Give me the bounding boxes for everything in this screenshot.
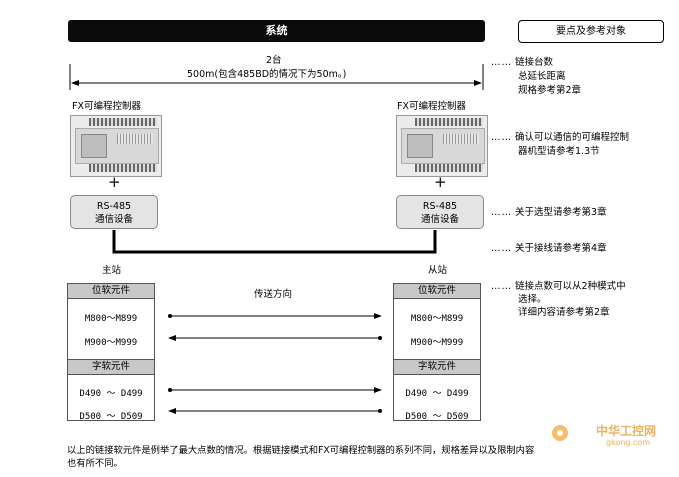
comm-right-line1: RS-485 xyxy=(422,201,458,212)
plc-right-label: FX可编程控制器 xyxy=(397,101,466,112)
master-bit-row2: M900～M999 xyxy=(84,338,138,348)
slave-station-label: 从站 xyxy=(428,265,448,276)
slave-bit-row1: M800～M899 xyxy=(410,314,464,324)
master-word-row1: D490 ～ D499 xyxy=(79,389,143,399)
slave-device-table: 位软元件 M800～M899 M900～M999 字软元件 D490 ～ D49… xyxy=(393,283,481,422)
slave-word-header: 字软元件 xyxy=(394,359,480,375)
slave-word-row2: D500 ～ D509 xyxy=(405,412,469,422)
master-bit-header: 位软元件 xyxy=(68,284,154,299)
note-selection: …… 关于选型请参考第3章 xyxy=(491,207,607,218)
arrow-bit-left xyxy=(168,335,382,341)
arrow-bit-right xyxy=(168,313,382,319)
master-word-header: 字软元件 xyxy=(68,359,154,375)
note-spec-ref: 规格参考第2章 xyxy=(518,85,582,96)
footer-note-line1: 以上的链接软元件是例举了最大点数的情况。根据链接模式和FX可编程控制器的系列不同… xyxy=(67,445,535,456)
note-link-points-2: 选择。 xyxy=(518,294,547,305)
link-count-label: 2台 xyxy=(266,55,282,66)
note-link-points-3: 详细内容请参考第2章 xyxy=(518,307,610,318)
note-selection-text: 关于选型请参考第3章 xyxy=(515,207,607,218)
watermark-subtext: gkong.com xyxy=(606,438,651,447)
plus-right: + xyxy=(434,173,447,191)
note-link-count-text: 链接台数 xyxy=(515,57,554,68)
comm-device-right: RS-485 通信设备 xyxy=(396,195,484,229)
comm-left-line1: RS-485 xyxy=(96,201,132,212)
comm-left-line2: 通信设备 xyxy=(94,214,133,225)
note-wiring: …… 关于接线请参考第4章 xyxy=(491,243,607,254)
plus-left: + xyxy=(108,173,121,191)
note-wiring-text: 关于接线请参考第4章 xyxy=(515,243,607,254)
transfer-direction-label: 传送方向 xyxy=(254,289,293,300)
note-distance: 总延长距离 xyxy=(518,71,566,82)
note-dots: …… xyxy=(491,57,512,68)
note-plc-model: …… 确认可以通信的可编程控制 xyxy=(491,132,630,143)
note-plc-model-2: 器机型请参考1.3节 xyxy=(518,146,600,157)
watermark-text: 中华工控网 xyxy=(596,424,657,438)
plc-right-image xyxy=(396,115,488,177)
watermark-gear-icon xyxy=(552,425,568,441)
footer-note-line2: 也有所不同。 xyxy=(67,458,123,469)
master-bit-row1: M800～M899 xyxy=(84,314,138,324)
note-plc-model-text: 确认可以通信的可编程控制 xyxy=(515,132,630,143)
slave-bit-row2: M900～M999 xyxy=(410,338,464,348)
slave-word-row1: D490 ～ D499 xyxy=(405,389,469,399)
note-link-count: …… 链接台数 xyxy=(491,57,553,69)
system-header: 系统 xyxy=(68,20,485,42)
plc-left-image xyxy=(70,115,162,177)
slave-bit-header: 位软元件 xyxy=(394,284,480,299)
distance-label: 500m(包含485BD的情况下为50m。) xyxy=(187,69,347,80)
master-station-label: 主站 xyxy=(102,265,122,276)
comm-right-line2: 通信设备 xyxy=(420,214,459,225)
note-link-points-text: 链接点数可以从2种模式中 xyxy=(515,281,626,292)
rs485-cable xyxy=(112,230,437,254)
transfer-arrows xyxy=(168,313,382,414)
note-link-points: …… 链接点数可以从2种模式中 xyxy=(491,281,626,292)
plc-left-label: FX可编程控制器 xyxy=(72,101,141,112)
arrow-word-left xyxy=(168,408,382,414)
reference-header: 要点及参考对象 xyxy=(518,20,664,43)
distance-arrow xyxy=(69,64,484,90)
master-device-table: 位软元件 M800～M899 M900～M999 字软元件 D490 ～ D49… xyxy=(67,283,155,422)
comm-device-left: RS-485 通信设备 xyxy=(70,195,158,229)
master-word-row2: D500 ～ D509 xyxy=(79,412,143,422)
arrow-word-right xyxy=(168,387,382,393)
